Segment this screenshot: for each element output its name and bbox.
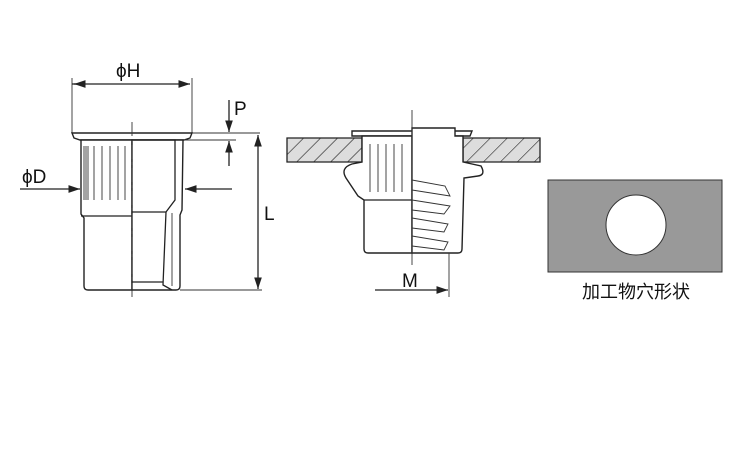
knurl-lines bbox=[83, 146, 126, 200]
hole-shape-caption: 加工物穴形状 bbox=[582, 282, 690, 303]
label-p: P bbox=[234, 99, 247, 120]
label-phi-d: ϕD bbox=[22, 167, 46, 188]
label-phi-h: ϕH bbox=[116, 61, 140, 82]
label-l: L bbox=[264, 204, 275, 225]
side-view: P L ϕD ϕH bbox=[20, 61, 275, 300]
installed-view: M bbox=[286, 110, 541, 297]
thread-lines bbox=[369, 144, 451, 251]
hole-shape: 加工物穴形状 bbox=[547, 179, 723, 303]
label-m: M bbox=[402, 271, 418, 292]
